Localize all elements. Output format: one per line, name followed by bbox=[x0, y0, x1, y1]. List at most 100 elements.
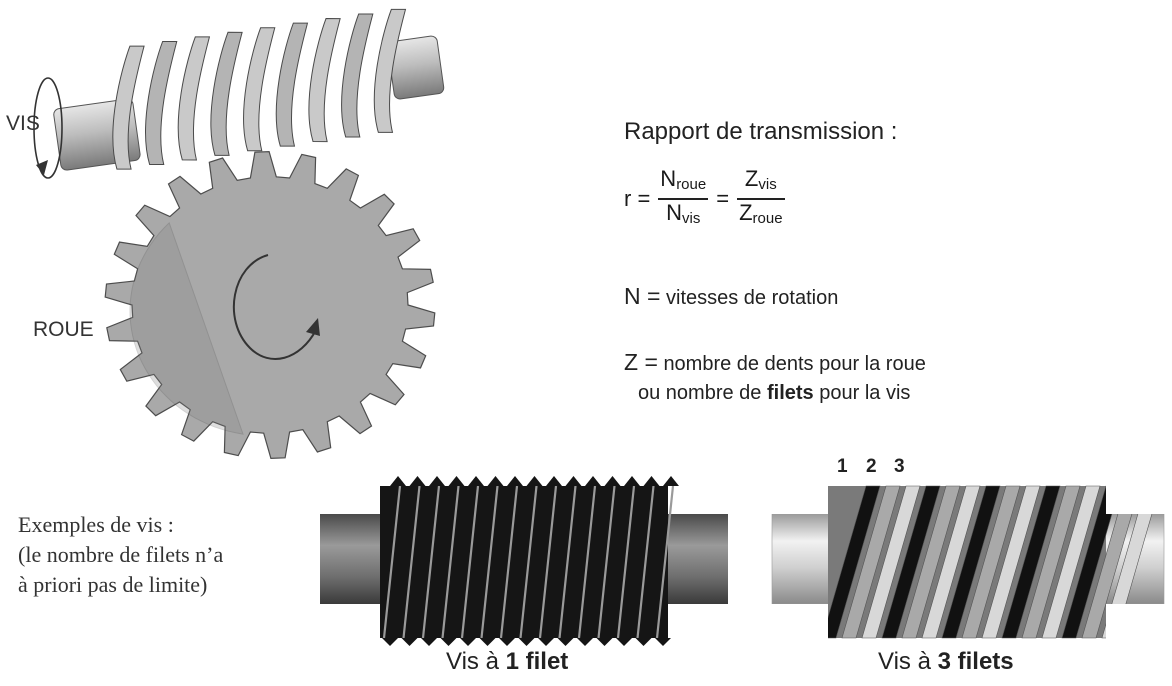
thread-crest bbox=[643, 476, 660, 486]
roue-label: ROUE bbox=[33, 318, 94, 341]
thread-crest bbox=[526, 476, 543, 486]
den1: N bbox=[666, 199, 683, 225]
thread-crest bbox=[616, 638, 632, 646]
thread-line bbox=[441, 485, 460, 639]
thread-crest bbox=[507, 476, 523, 486]
worm-screw bbox=[53, 8, 445, 171]
examples-line2: (le nombre de filets n’a bbox=[18, 542, 224, 567]
thread-crest bbox=[663, 476, 679, 486]
z-text2-prefix: ou nombre de bbox=[638, 382, 762, 404]
thread-crest bbox=[557, 638, 574, 646]
thread-crest bbox=[585, 476, 601, 486]
triple-thread-band bbox=[961, 485, 1021, 639]
thread-line bbox=[597, 485, 616, 639]
thread-crest bbox=[382, 638, 398, 646]
thread-line bbox=[421, 485, 441, 639]
mask bbox=[1106, 604, 1172, 644]
triple-thread-band bbox=[1041, 485, 1101, 639]
mask bbox=[770, 604, 828, 644]
single-thread-screw bbox=[320, 476, 728, 646]
thread-crest bbox=[468, 476, 484, 486]
thread-line bbox=[499, 485, 519, 639]
rotation-arrow-icon bbox=[232, 254, 317, 360]
triple-thread-band bbox=[981, 485, 1041, 639]
thread-line bbox=[460, 485, 480, 639]
definition-n: N = vitesses de rotation bbox=[624, 282, 838, 313]
z-text1: nombre de dents pour la roue bbox=[663, 353, 926, 375]
fraction-teeth: Zvis Zroue bbox=[737, 166, 785, 232]
thread-crest bbox=[518, 638, 535, 646]
vis-label: VIS bbox=[6, 112, 40, 135]
num2-sub: vis bbox=[758, 176, 777, 193]
worm-thread bbox=[112, 45, 145, 170]
thread-line bbox=[382, 485, 402, 639]
worm-thread bbox=[373, 8, 407, 133]
caption-one-bold: 1 filet bbox=[505, 648, 569, 675]
triple-thread-band bbox=[881, 485, 941, 639]
triple-thread-band bbox=[901, 485, 961, 639]
mask bbox=[770, 470, 828, 514]
num2: Z bbox=[744, 166, 759, 191]
formula-r: r = bbox=[624, 185, 651, 211]
worm-thread bbox=[341, 13, 374, 138]
triple-thread-band bbox=[841, 485, 901, 639]
thread-number-2: 2 bbox=[866, 456, 877, 477]
examples-line1: Exemples de vis : bbox=[18, 512, 174, 537]
thread-line bbox=[519, 485, 538, 639]
thread-crest bbox=[487, 476, 504, 486]
formula-eq: = bbox=[716, 185, 730, 211]
thread-crest bbox=[624, 476, 640, 486]
thread-crest bbox=[655, 638, 671, 646]
worm-thread bbox=[210, 31, 243, 156]
num1: N bbox=[660, 166, 677, 191]
worm-thread bbox=[243, 27, 276, 152]
n-text: vitesses de rotation bbox=[666, 287, 839, 309]
worm-thread bbox=[308, 18, 341, 143]
thread-crest bbox=[565, 476, 582, 486]
n-symbol: N = bbox=[624, 283, 661, 309]
thread-crest bbox=[401, 638, 418, 646]
triple-thread-band bbox=[941, 485, 1001, 639]
thread-number-1: 1 bbox=[837, 456, 848, 477]
thread-crest bbox=[448, 476, 465, 486]
caption-three-bold: 3 filets bbox=[937, 648, 1014, 675]
triple-thread-band bbox=[821, 485, 881, 639]
triple-thread-band bbox=[921, 485, 981, 639]
thread-crest bbox=[440, 638, 457, 646]
examples-line3: à priori pas de limite) bbox=[18, 572, 208, 597]
caption-one-prefix: Vis à bbox=[446, 648, 499, 675]
thread-number-3: 3 bbox=[894, 456, 905, 477]
vis-rotation-arrow-icon bbox=[33, 77, 63, 179]
thread-crest bbox=[577, 638, 593, 646]
thread-line bbox=[616, 485, 636, 639]
thread-crest bbox=[429, 476, 445, 486]
worm-thread bbox=[275, 22, 309, 147]
thread-crest bbox=[596, 638, 613, 646]
thread-crest bbox=[546, 476, 562, 486]
thread-line bbox=[538, 485, 558, 639]
den2-sub: roue bbox=[752, 209, 783, 227]
thread-line bbox=[577, 485, 597, 639]
thread-line bbox=[480, 485, 499, 639]
thread-line bbox=[636, 485, 655, 639]
caption-one-thread: Vis à 1 filet bbox=[446, 648, 568, 676]
thread-line bbox=[558, 485, 577, 639]
definition-z: Z = nombre de dents pour la roue ou nomb… bbox=[624, 348, 926, 408]
thread-line bbox=[655, 485, 675, 639]
formula-title: Rapport de transmission : bbox=[624, 118, 898, 145]
thread-crest bbox=[538, 638, 554, 646]
triple-thread-screw bbox=[770, 470, 1172, 644]
thread-crest bbox=[390, 476, 406, 486]
caption-three-prefix: Vis à bbox=[878, 648, 931, 675]
triple-thread-band bbox=[1001, 485, 1061, 639]
thread-line bbox=[402, 485, 421, 639]
fraction-speed: Nroue Nvis bbox=[658, 166, 709, 232]
wheel-gear bbox=[104, 150, 436, 460]
z-text2-bold: filets bbox=[766, 382, 814, 404]
examples-text: Exemples de vis : (le nombre de filets n… bbox=[18, 510, 223, 600]
triple-thread-band bbox=[861, 485, 921, 639]
caption-three-threads: Vis à 3 filets bbox=[878, 648, 1014, 676]
mask bbox=[1106, 470, 1172, 514]
transmission-formula: r = Nroue Nvis = Zvis Zroue bbox=[624, 166, 785, 232]
